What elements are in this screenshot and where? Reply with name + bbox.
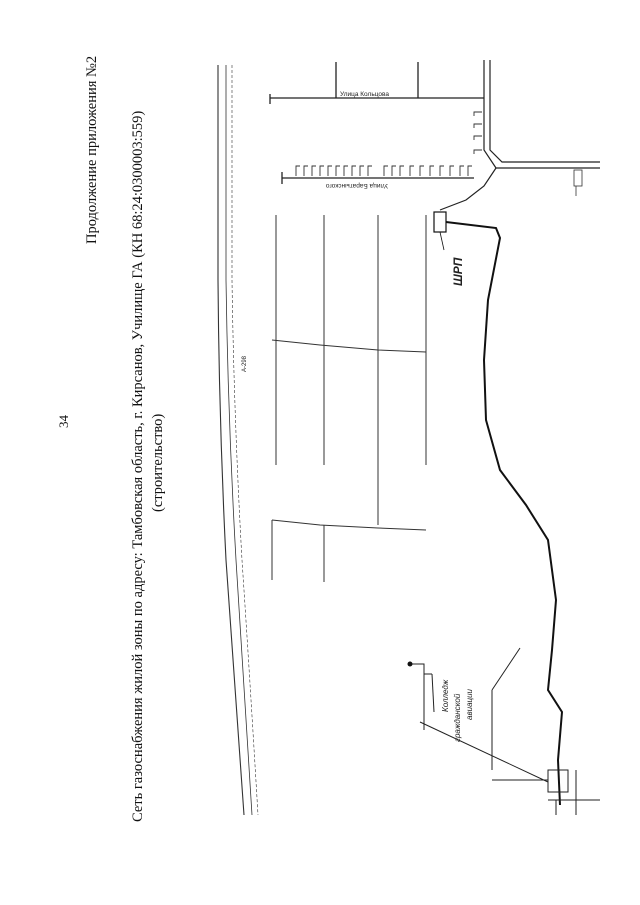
building-top-right xyxy=(573,169,583,196)
house-connections xyxy=(295,165,472,176)
plot-lines xyxy=(271,215,427,582)
college-node xyxy=(407,661,413,667)
street-koltsova xyxy=(269,62,484,104)
highway xyxy=(217,65,259,816)
street-baratynskogo-label: Улица Баратынского xyxy=(326,182,388,189)
shrp-label: ШРП xyxy=(451,257,465,286)
shrp-cabinet xyxy=(433,211,447,233)
street-baratynskogo xyxy=(281,172,474,184)
shrp-leader xyxy=(439,231,445,251)
college-label-3: авиации xyxy=(465,688,474,720)
road-label: А-298 xyxy=(242,355,248,372)
college-label-2: гражданской xyxy=(453,693,462,742)
gas-pipeline xyxy=(445,221,564,806)
college-label-1: Колледж xyxy=(441,679,450,712)
boundary-road xyxy=(439,60,600,211)
street-koltsova-label: Улица Кольцова xyxy=(340,91,389,98)
road-connections xyxy=(473,111,482,154)
college-area xyxy=(410,647,600,815)
